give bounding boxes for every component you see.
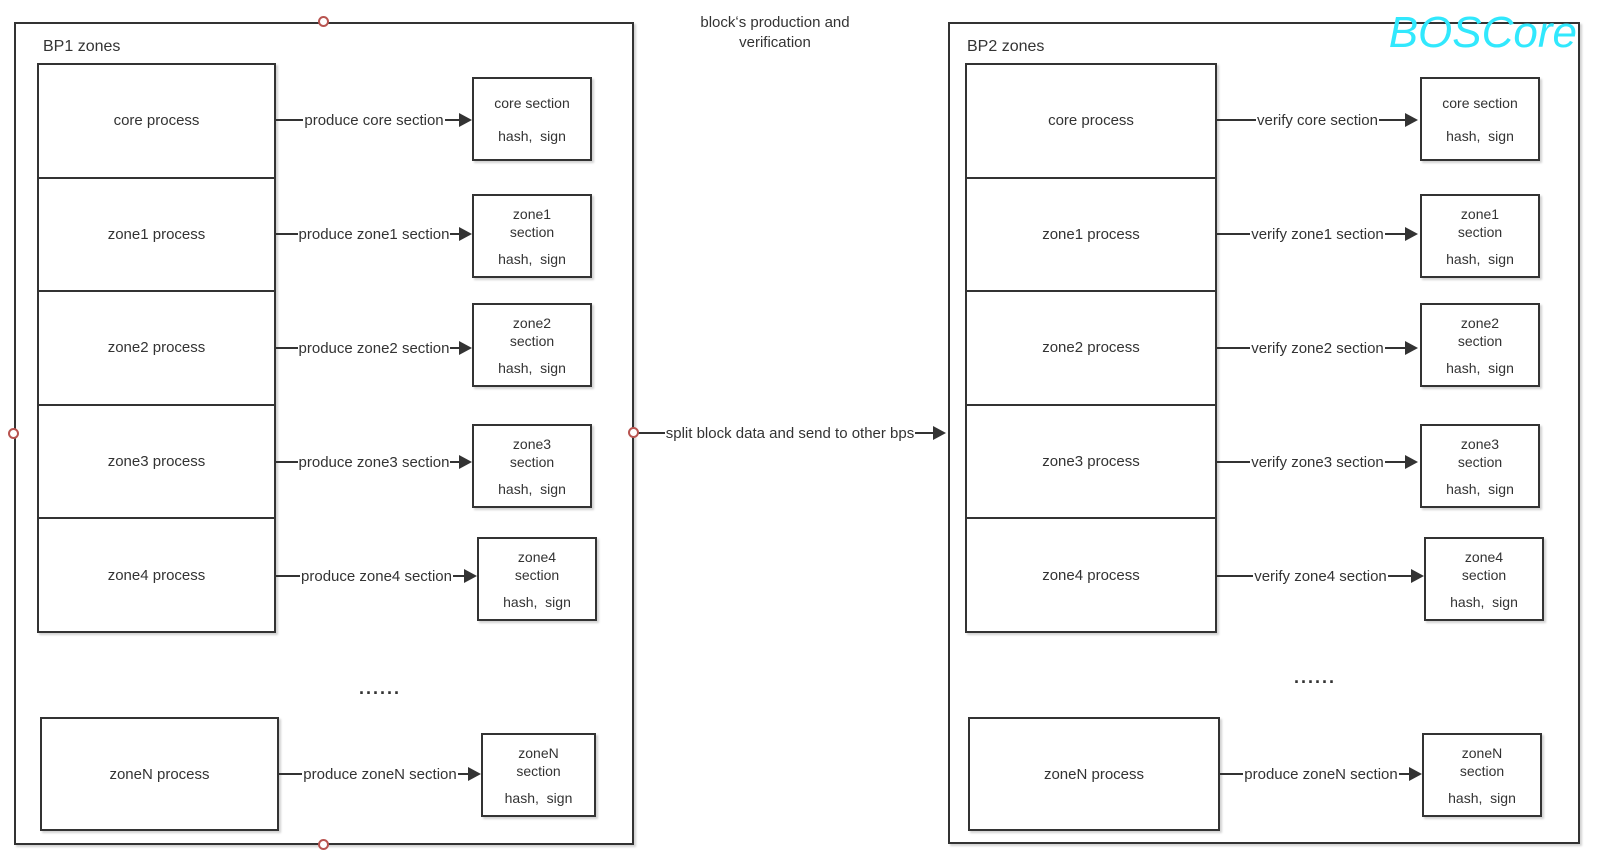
bp2-zone2-section-box: zone2 section hash, sign bbox=[1420, 303, 1540, 387]
bp2-zones-title: BP2 zones bbox=[967, 38, 1045, 55]
section-hash: hash, sign bbox=[498, 127, 566, 144]
bp2-process-stack: core process zone1 process zone2 process… bbox=[965, 63, 1217, 633]
bp2-verify-core-arrow: verify core section bbox=[1217, 109, 1418, 131]
section-hash: hash, sign bbox=[1446, 250, 1514, 267]
section-name: zone2 section bbox=[1457, 315, 1503, 350]
section-hash: hash, sign bbox=[1448, 789, 1516, 806]
section-hash: hash, sign bbox=[503, 593, 571, 610]
bp2-zones-container bbox=[948, 22, 1580, 844]
bp2-zonen-process-box: zoneN process bbox=[968, 717, 1220, 831]
section-hash: hash, sign bbox=[1446, 127, 1514, 144]
bp2-zone1-process-box: zone1 process bbox=[967, 176, 1215, 291]
bp2-core-process-box: core process bbox=[967, 65, 1215, 177]
bp1-zone2-section-box: zone2 section hash, sign bbox=[472, 303, 592, 387]
split-block-data-arrow: split block data and send to other bps bbox=[634, 422, 946, 444]
arrow-label: verify zone4 section bbox=[1253, 567, 1388, 585]
bp1-zone1-section-box: zone1 section hash, sign bbox=[472, 194, 592, 278]
bp1-process-stack: core process zone1 process zone2 process… bbox=[37, 63, 276, 633]
arrow-label: produce zone3 section bbox=[297, 453, 451, 471]
section-hash: hash, sign bbox=[498, 250, 566, 267]
bp2-verify-zone3-arrow: verify zone3 section bbox=[1217, 451, 1418, 473]
section-hash: hash, sign bbox=[1446, 359, 1514, 376]
section-name: core section bbox=[1442, 95, 1518, 112]
arrow-label: produce zone4 section bbox=[300, 567, 453, 585]
arrow-label: verify core section bbox=[1256, 111, 1379, 129]
connection-point-top bbox=[318, 16, 329, 27]
bp2-zone3-process-box: zone3 process bbox=[967, 403, 1215, 518]
diagram-title-line1: blockʻs production and bbox=[700, 14, 850, 31]
section-name: zoneN section bbox=[1459, 745, 1505, 780]
bp1-produce-zone1-arrow: produce zone1 section bbox=[276, 223, 472, 245]
arrow-label: verify zone3 section bbox=[1250, 453, 1385, 471]
bp2-verify-zone1-arrow: verify zone1 section bbox=[1217, 223, 1418, 245]
connection-point-arrow-source bbox=[628, 427, 639, 438]
arrow-label: split block data and send to other bps bbox=[664, 424, 916, 442]
bp1-zone1-process-box: zone1 process bbox=[39, 176, 274, 291]
bp1-zone3-section-box: zone3 section hash, sign bbox=[472, 424, 592, 508]
arrow-label: produce core section bbox=[303, 111, 445, 129]
section-name: zone1 section bbox=[1457, 206, 1503, 241]
section-name: zone4 section bbox=[514, 549, 560, 584]
bp1-zonen-process-box: zoneN process bbox=[40, 717, 279, 831]
section-hash: hash, sign bbox=[1446, 480, 1514, 497]
bp1-produce-zonen-arrow: produce zoneN section bbox=[279, 763, 481, 785]
bp1-produce-zone4-arrow: produce zone4 section bbox=[276, 565, 477, 587]
diagram-title: blockʻs production and verification bbox=[625, 13, 925, 53]
bp2-zone4-section-box: zone4 section hash, sign bbox=[1424, 537, 1544, 621]
bp1-produce-zone3-arrow: produce zone3 section bbox=[276, 451, 472, 473]
section-name: zone4 section bbox=[1461, 549, 1507, 584]
bp2-zone1-section-box: zone1 section hash, sign bbox=[1420, 194, 1540, 278]
arrow-label: produce zoneN section bbox=[302, 765, 458, 783]
bp1-produce-zone2-arrow: produce zone2 section bbox=[276, 337, 472, 359]
bp1-core-section-box: core section hash, sign bbox=[472, 77, 592, 161]
connection-point-bottom bbox=[318, 839, 329, 850]
arrow-label: produce zoneN section bbox=[1243, 765, 1399, 783]
bp2-verify-zone2-arrow: verify zone2 section bbox=[1217, 337, 1418, 359]
bp2-produce-zonen-arrow: produce zoneN section bbox=[1220, 763, 1422, 785]
arrow-label: verify zone2 section bbox=[1250, 339, 1385, 357]
bp2-ellipsis: ...... bbox=[1293, 667, 1336, 687]
arrow-label: produce zone1 section bbox=[297, 225, 451, 243]
bp2-zonen-section-box: zoneN section hash, sign bbox=[1422, 733, 1542, 817]
section-name: zone2 section bbox=[509, 315, 555, 350]
bp1-zone3-process-box: zone3 process bbox=[39, 403, 274, 518]
bp2-zone4-process-box: zone4 process bbox=[967, 517, 1215, 631]
bp1-zone4-process-box: zone4 process bbox=[39, 517, 274, 631]
section-name: zone3 section bbox=[1457, 436, 1503, 471]
bp2-verify-zone4-arrow: verify zone4 section bbox=[1217, 565, 1424, 587]
section-name: zoneN section bbox=[516, 745, 561, 780]
bp1-ellipsis: ...... bbox=[358, 678, 401, 698]
section-name: core section bbox=[494, 95, 570, 112]
arrow-label: verify zone1 section bbox=[1250, 225, 1385, 243]
section-name: zone1 section bbox=[509, 206, 555, 241]
connection-point-left bbox=[8, 428, 19, 439]
bp1-zones-title: BP1 zones bbox=[43, 38, 121, 55]
section-hash: hash, sign bbox=[498, 359, 566, 376]
bp1-zonen-section-box: zoneN section hash, sign bbox=[481, 733, 596, 817]
boscore-logo: BOSCore bbox=[1388, 8, 1577, 57]
section-hash: hash, sign bbox=[498, 480, 566, 497]
diagram-title-line2: verification bbox=[739, 34, 811, 51]
bp1-zone2-process-box: zone2 process bbox=[39, 290, 274, 404]
bp2-zone3-section-box: zone3 section hash, sign bbox=[1420, 424, 1540, 508]
bp2-core-section-box: core section hash, sign bbox=[1420, 77, 1540, 161]
section-hash: hash, sign bbox=[504, 789, 573, 806]
bp1-core-process-box: core process bbox=[39, 65, 274, 177]
section-name: zone3 section bbox=[509, 436, 555, 471]
section-hash: hash, sign bbox=[1450, 593, 1518, 610]
bp1-zone4-section-box: zone4 section hash, sign bbox=[477, 537, 597, 621]
bp2-zone2-process-box: zone2 process bbox=[967, 290, 1215, 404]
bp1-produce-core-arrow: produce core section bbox=[276, 109, 472, 131]
arrow-label: produce zone2 section bbox=[297, 339, 451, 357]
